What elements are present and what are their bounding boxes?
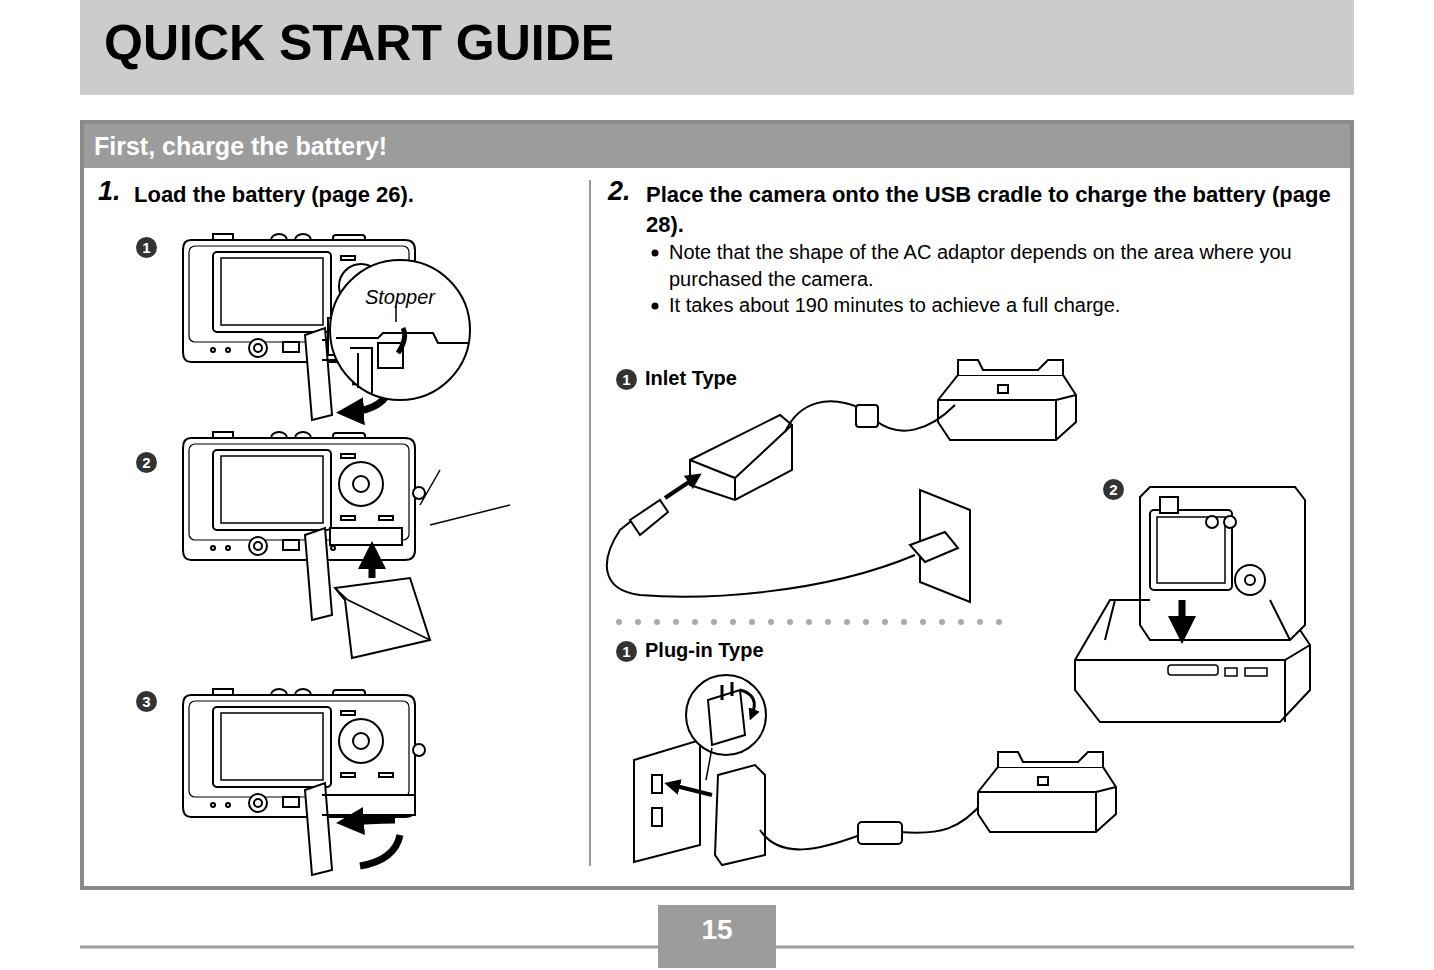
section-box: First, charge the battery! Stopper <box>80 120 1354 890</box>
node-text: Stopper <box>328 286 472 309</box>
step-heading: Load the battery (page 26). <box>134 180 414 210</box>
callout-number: 1 <box>616 641 637 662</box>
step-heading: Place the camera onto the USB cradle to … <box>646 180 1336 240</box>
node-text: 15 <box>658 905 776 955</box>
callout-number: 1 <box>136 237 157 258</box>
callout-number: 3 <box>136 691 157 712</box>
callout-number: 2 <box>136 452 157 473</box>
type-label: Inlet Type <box>645 367 737 390</box>
step-number: 2. <box>608 176 631 207</box>
page-number-box: 15 <box>658 905 776 968</box>
note-text: It takes about 190 minutes to achieve a … <box>669 292 1349 319</box>
node-text: First, charge the battery! <box>84 124 1350 168</box>
page-title: QUICK START GUIDE <box>104 14 614 72</box>
callout-number: 2 <box>1103 479 1124 500</box>
step-number: 1. <box>98 176 121 207</box>
stopper-detail <box>328 258 472 402</box>
callout-number: 1 <box>616 369 637 390</box>
type-label: Plug-in Type <box>645 639 764 662</box>
stopper-callout: Stopper <box>328 258 472 402</box>
note-text: Note that the shape of the AC adaptor de… <box>669 239 1349 293</box>
